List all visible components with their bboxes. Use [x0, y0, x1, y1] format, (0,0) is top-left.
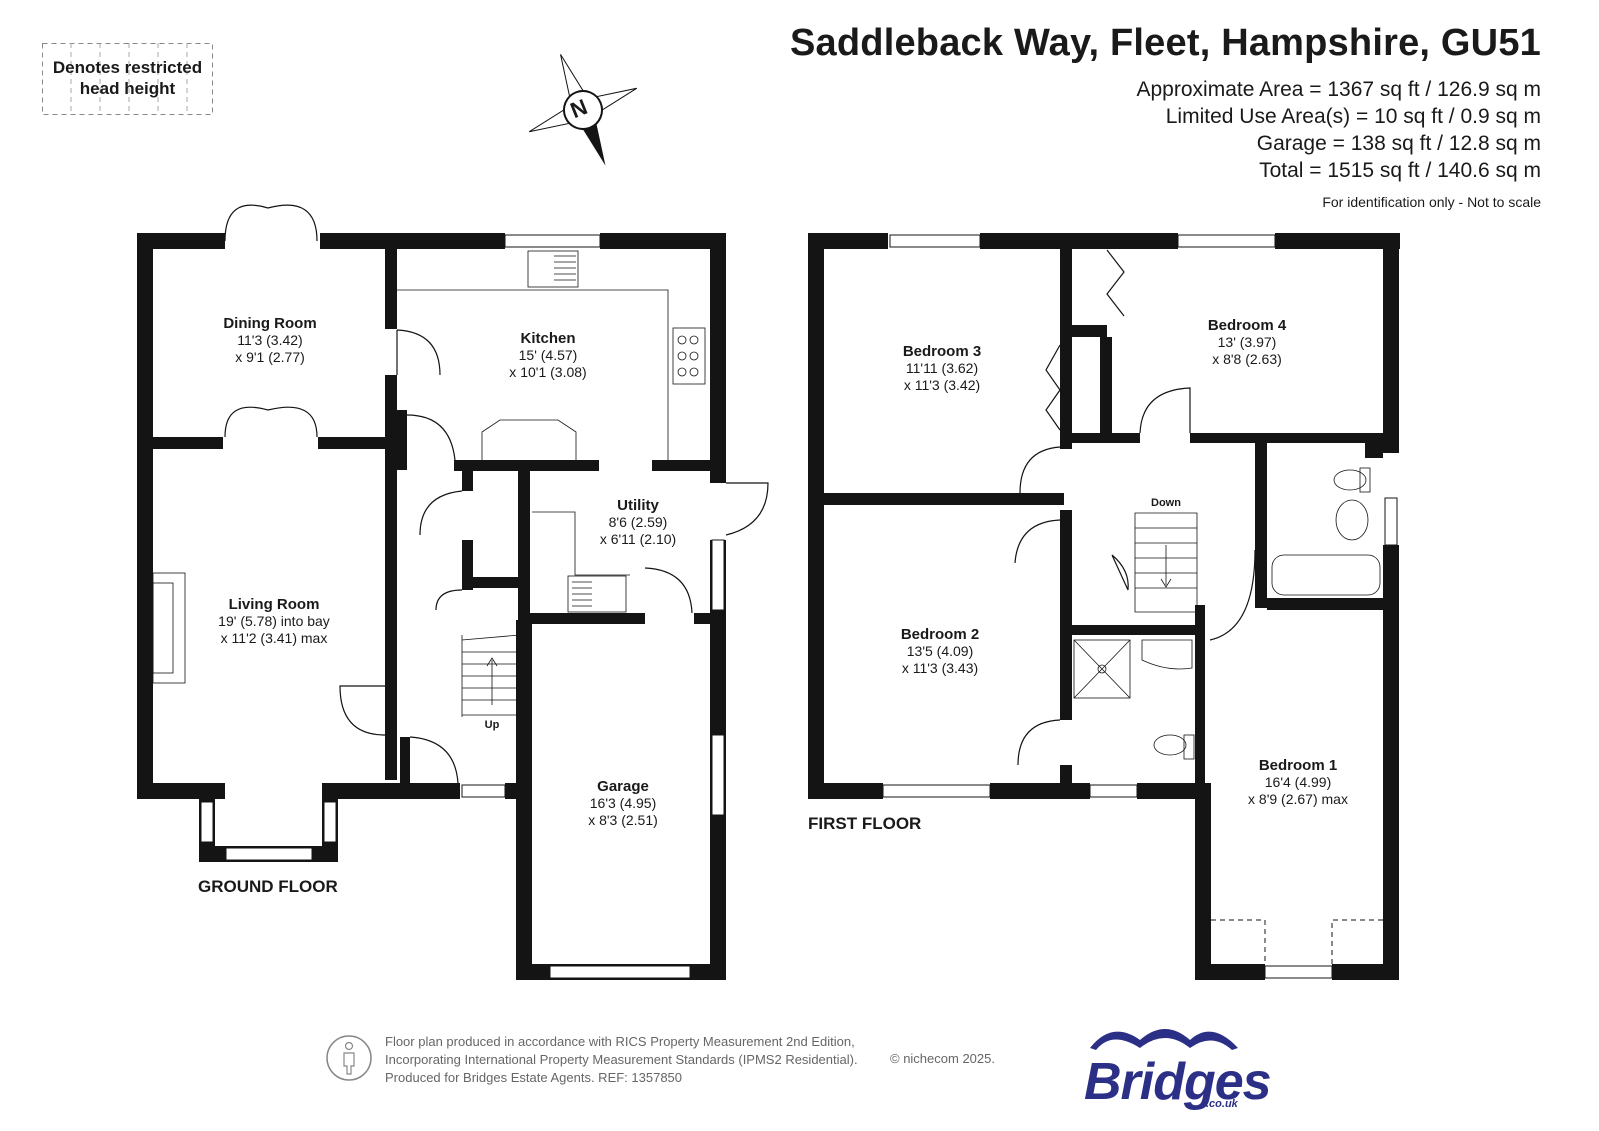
stairs-down-label: Down — [1151, 497, 1181, 509]
room-dim: x 8'9 (2.67) max — [1248, 791, 1348, 807]
rics-logo — [326, 1035, 372, 1081]
footer-line-2: Incorporating International Property Mea… — [385, 1052, 858, 1067]
room-dining: Dining Room 11'3 (3.42) x 9'1 (2.77) — [223, 315, 316, 366]
room-bedroom-1: Bedroom 1 16'4 (4.99) x 8'9 (2.67) max — [1248, 757, 1348, 808]
room-dim: x 9'1 (2.77) — [235, 349, 305, 365]
page-title: Saddleback Way, Fleet, Hampshire, GU51 — [790, 22, 1541, 64]
room-dim: 8'6 (2.59) — [608, 514, 668, 530]
room-dim: 16'4 (4.99) — [1264, 774, 1332, 790]
brand-logo-sub: .co.uk — [1206, 1098, 1238, 1110]
room-bedroom-4: Bedroom 4 13' (3.97) x 8'8 (2.63) — [1208, 317, 1286, 368]
room-garage: Garage 16'3 (4.95) x 8'3 (2.51) — [588, 778, 658, 829]
area-approximate: Approximate Area = 1367 sq ft / 126.9 sq… — [1136, 78, 1542, 101]
copyright-notice: © nichecom 2025. — [890, 1051, 995, 1066]
identification-note: For identification only - Not to scale — [1322, 194, 1541, 210]
legend-line-2: head height — [79, 79, 176, 98]
area-limited-use: Limited Use Area(s) = 10 sq ft / 0.9 sq … — [1165, 105, 1541, 128]
room-name: Bedroom 2 — [900, 626, 980, 643]
area-summary: Approximate Area = 1367 sq ft / 126.9 sq… — [1137, 76, 1542, 184]
area-garage: Garage = 138 sq ft / 12.8 sq m — [1256, 132, 1541, 155]
room-living: Living Room 19' (5.78) into bay x 11'2 (… — [218, 596, 330, 647]
footer-line-1: Floor plan produced in accordance with R… — [385, 1034, 855, 1049]
room-dim: 11'11 (3.62) — [905, 360, 979, 376]
room-dim: 13'5 (4.09) — [906, 643, 974, 659]
room-name: Kitchen — [520, 330, 576, 347]
room-name: Bedroom 4 — [1207, 317, 1287, 334]
room-kitchen: Kitchen 15' (4.57) x 10'1 (3.08) — [509, 330, 586, 381]
first-floor-label: FIRST FLOOR — [808, 814, 922, 833]
room-utility: Utility 8'6 (2.59) x 6'11 (2.10) — [600, 497, 676, 548]
room-dim: x 8'8 (2.63) — [1212, 351, 1282, 367]
room-dim: x 11'3 (3.42) — [903, 377, 981, 393]
room-bedroom-2: Bedroom 2 13'5 (4.09) x 11'3 (3.43) — [901, 626, 979, 677]
room-dim: x 8'3 (2.51) — [588, 812, 658, 828]
footer-disclaimer: Floor plan produced in accordance with R… — [385, 1033, 858, 1087]
footer-line-3: Produced for Bridges Estate Agents. REF:… — [385, 1070, 683, 1085]
brand-logo-text: Bridges — [1084, 1053, 1272, 1111]
compass-north-icon — [528, 54, 638, 166]
ground-floor-label: GROUND FLOOR — [198, 877, 338, 896]
room-name: Utility — [617, 497, 659, 514]
room-dim: 16'3 (4.95) — [589, 795, 657, 811]
room-dim: x 10'1 (3.08) — [509, 364, 587, 380]
room-dim: 19' (5.78) into bay — [218, 613, 330, 629]
room-dim: 13' (3.97) — [1217, 334, 1277, 350]
room-name: Garage — [597, 778, 649, 795]
room-dim: 11'3 (3.42) — [237, 332, 303, 348]
ground-floor-plan — [137, 204, 769, 980]
room-name: Dining Room — [223, 315, 317, 332]
bridges-logo-swoosh — [1090, 1029, 1238, 1050]
room-name: Bedroom 3 — [902, 343, 982, 360]
stairs-up-label: Up — [484, 719, 500, 731]
room-dim: x 11'3 (3.43) — [901, 660, 979, 676]
room-name: Bedroom 1 — [1258, 757, 1338, 774]
legend-line-1: Denotes restricted — [52, 58, 203, 77]
room-dim: x 11'2 (3.41) max — [220, 630, 328, 646]
room-dim: x 6'11 (2.10) — [599, 531, 677, 547]
first-floor-plan — [808, 233, 1400, 980]
room-dim: 15' (4.57) — [518, 347, 578, 363]
area-total: Total = 1515 sq ft / 140.6 sq m — [1259, 159, 1541, 182]
restricted-head-height-legend: Denotes restricted head height — [42, 43, 213, 115]
room-bedroom-3: Bedroom 3 11'11 (3.62) x 11'3 (3.42) — [903, 343, 981, 394]
dashed-box-icon — [42, 43, 213, 115]
room-name: Living Room — [228, 596, 320, 613]
